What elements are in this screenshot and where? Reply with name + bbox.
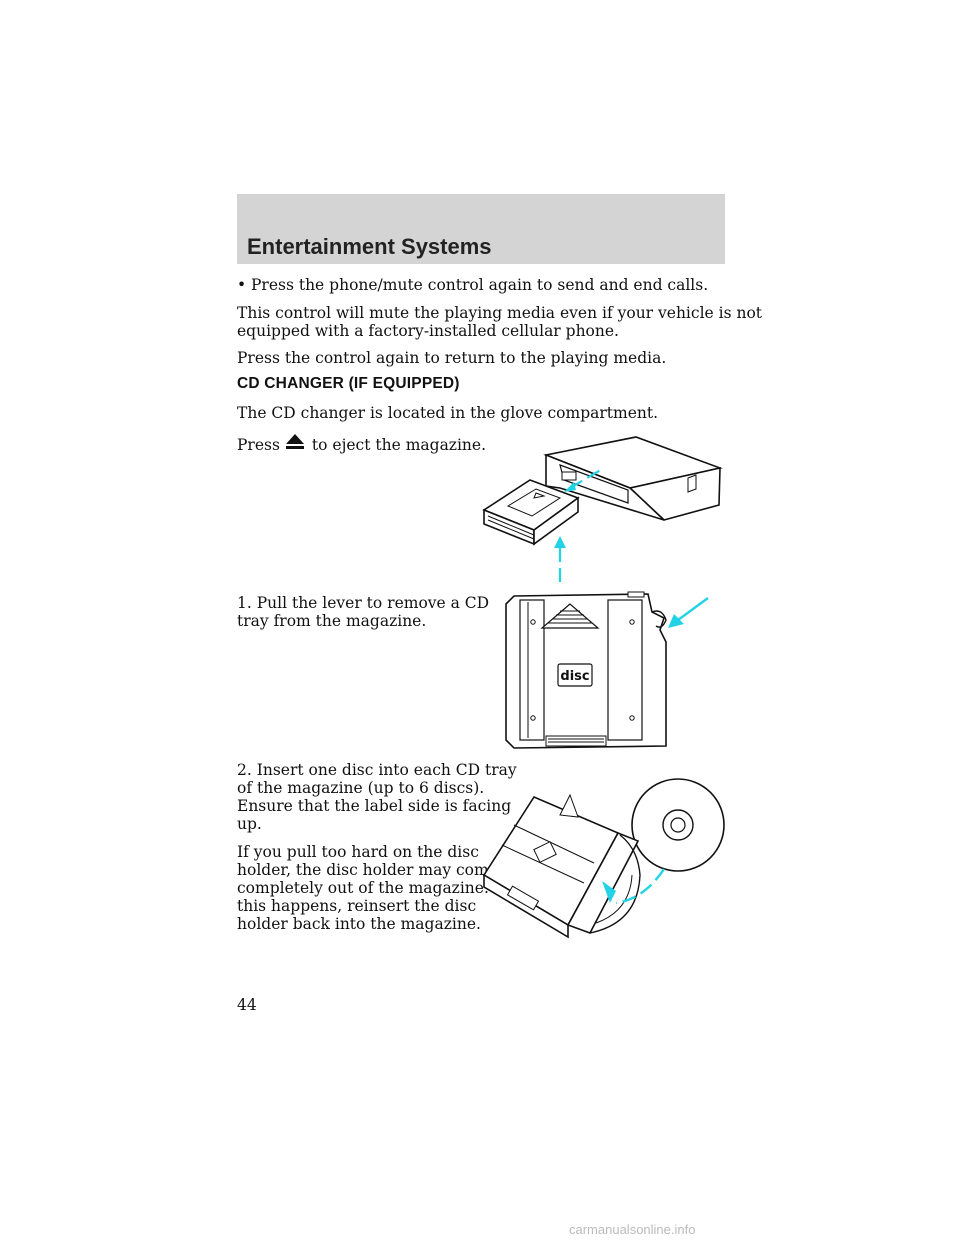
note-line: holder back into the magazine. xyxy=(237,915,481,933)
step-2-line: 2. Insert one disc into each CD tray xyxy=(237,761,517,779)
cd-changer-illustration xyxy=(482,436,723,582)
bullet-item: •Press the phone/mute control again to s… xyxy=(237,276,709,294)
paragraph: The CD changer is located in the glove c… xyxy=(237,404,659,422)
disc-insert-illustration xyxy=(482,778,725,939)
section-heading: CD CHANGER (IF EQUIPPED) xyxy=(237,375,460,392)
step-1-line: 1. Pull the lever to remove a CD xyxy=(237,594,490,612)
step-2-line: of the magazine (up to 6 discs). xyxy=(237,779,485,797)
paragraph-line: equipped with a factory-installed cellul… xyxy=(237,322,619,340)
note-line: completely out of the magazine. If xyxy=(237,879,506,897)
paragraph: Press the control again to return to the… xyxy=(237,349,667,367)
note-line: this happens, reinsert the disc xyxy=(237,897,477,915)
eject-icon xyxy=(285,434,304,449)
step-2-line: up. xyxy=(237,815,262,833)
section-title: Entertainment Systems xyxy=(247,234,492,259)
step-1-line: tray from the magazine. xyxy=(237,612,427,630)
step-2-line: Ensure that the label side is facing xyxy=(237,797,512,815)
disc-logo-text: disc xyxy=(560,669,589,684)
cd-magazine-illustration: disc xyxy=(505,591,709,749)
note-line: holder, the disc holder may come xyxy=(237,861,498,879)
paragraph-line: This control will mute the playing media… xyxy=(237,304,763,322)
footer-watermark: carmanualsonline.info xyxy=(569,1222,696,1237)
section-header: Entertainment Systems xyxy=(237,194,725,264)
note-line: If you pull too hard on the disc xyxy=(237,843,479,861)
bullet-icon: • xyxy=(237,276,247,294)
page-number: 44 xyxy=(237,996,257,1014)
